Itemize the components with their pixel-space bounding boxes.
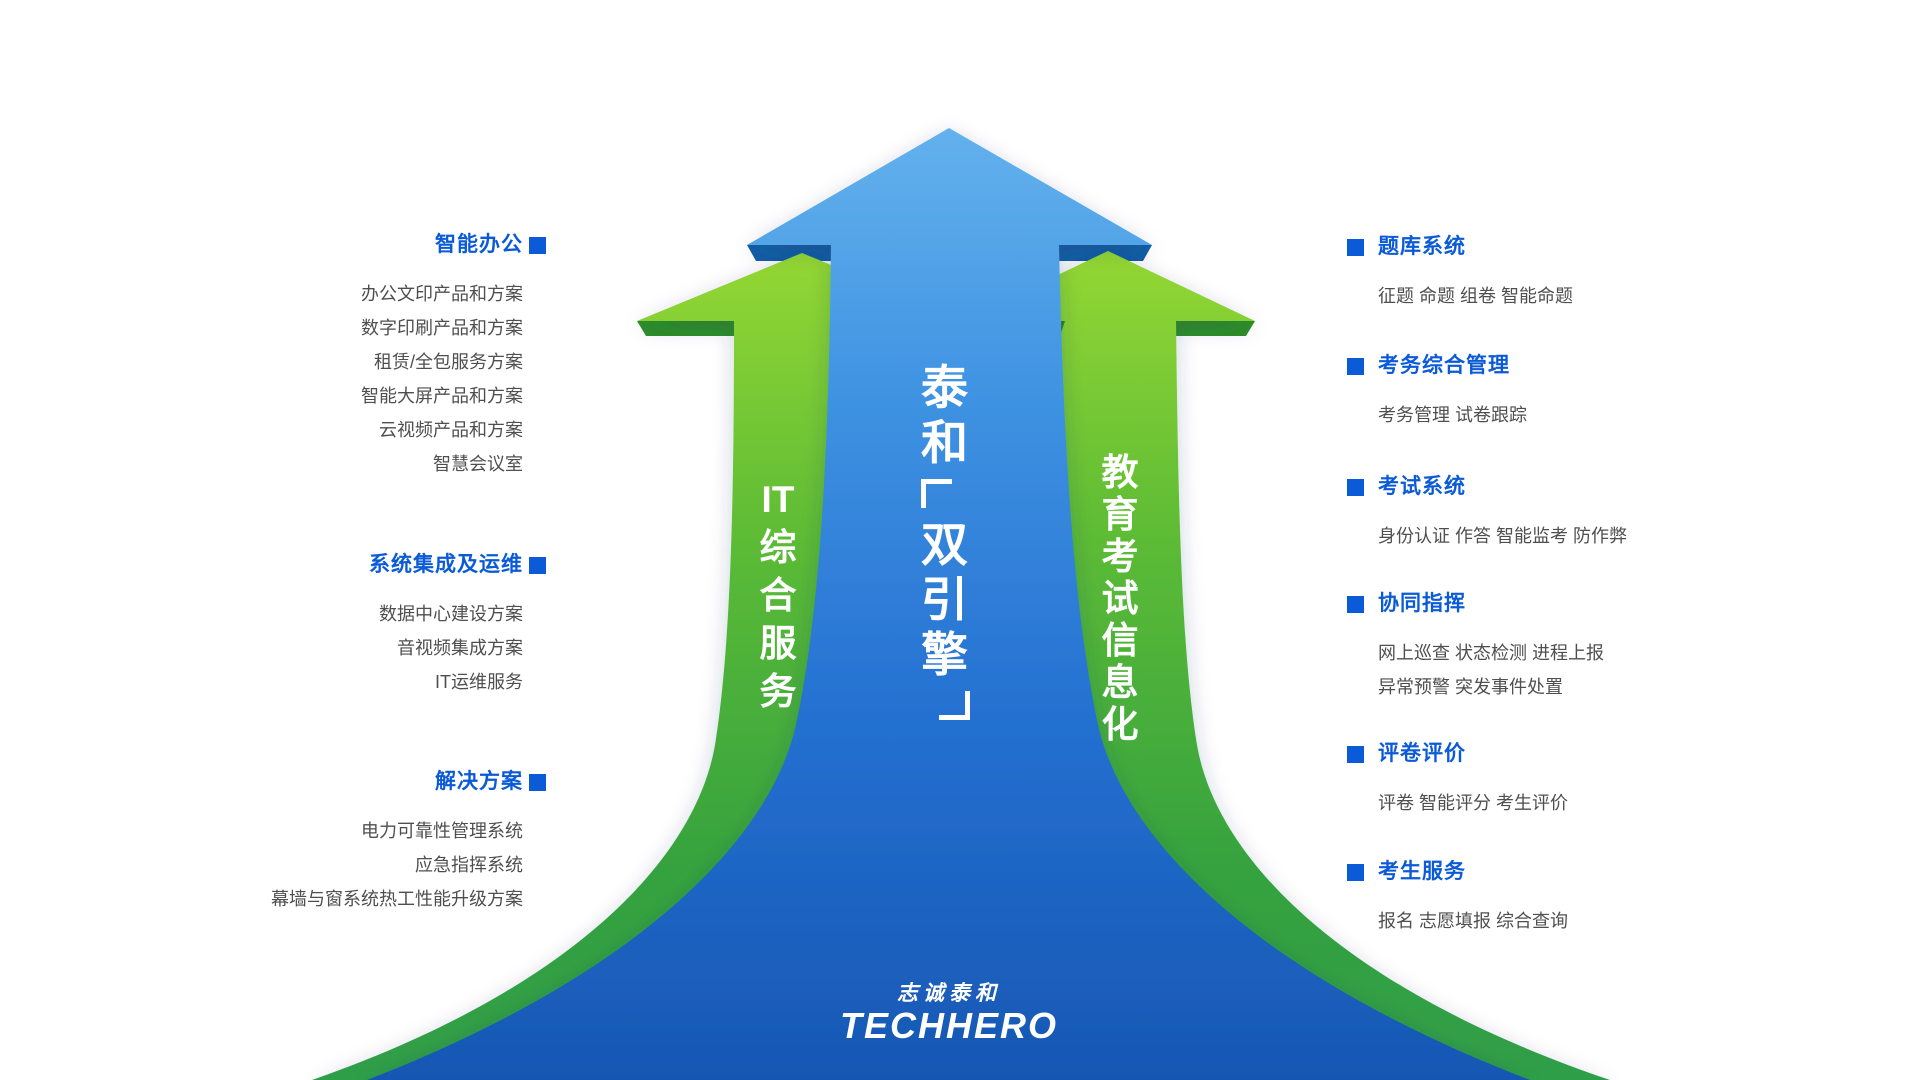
group-smart-office: 智能办公 办公文印产品和方案 数字印刷产品和方案 租赁/全包服务方案 智能大屏产… [6, 232, 546, 481]
label-char: 考 [1101, 536, 1139, 577]
group-items: 网上巡查 状态检测 进程上报 异常预警 突发事件处置 [1347, 636, 1887, 704]
list-item: 考务管理 试卷跟踪 [1378, 405, 1528, 425]
group-question-bank: 题库系统 征题 命题 组卷 智能命题 [1347, 234, 1887, 313]
list-item: 报名 志愿填报 综合查询 [1378, 911, 1569, 931]
list-item: 数据中心建设方案 [379, 604, 523, 624]
group-title: 协同指挥 [1378, 592, 1466, 615]
group-system-integration: 系统集成及运维 数据中心建设方案 音视频集成方案 IT运维服务 [6, 552, 546, 699]
list-item: 办公文印产品和方案 [361, 284, 523, 304]
group-items: 数据中心建设方案 音视频集成方案 IT运维服务 [6, 597, 546, 699]
brand-logo: 志诚泰和 TECHHERO [840, 982, 1058, 1046]
label-char: 和 [921, 416, 969, 469]
group-heading: 题库系统 [1347, 234, 1887, 260]
list-item: 智慧会议室 [433, 454, 523, 474]
group-items: 身份认证 作答 智能监考 防作弊 [1347, 519, 1887, 553]
left-arrow-label: IT 综 合 服 务 [760, 476, 797, 716]
group-items: 报名 志愿填报 综合查询 [1347, 904, 1887, 938]
group-title: 考务综合管理 [1378, 354, 1510, 377]
list-item: 评卷 智能评分 考生评价 [1378, 793, 1569, 813]
label-char: 教 [1101, 452, 1139, 493]
bullet-square-icon [529, 236, 546, 254]
label-char: IT [761, 479, 795, 520]
group-heading: 系统集成及运维 [6, 552, 546, 578]
bullet-square-icon [1347, 238, 1364, 256]
list-item: 数字印刷产品和方案 [361, 318, 523, 338]
list-item: 身份认证 作答 智能监考 防作弊 [1378, 526, 1628, 546]
group-solutions: 解决方案 电力可靠性管理系统 应急指挥系统 幕墙与窗系统热工性能升级方案 [6, 769, 546, 916]
group-title: 考生服务 [1378, 860, 1466, 883]
group-items: 征题 命题 组卷 智能命题 [1347, 279, 1887, 313]
center-arrow-label: 泰 和 双 引 擎 [920, 360, 970, 729]
right-arrow-label: 教 育 考 试 信 息 化 [1102, 452, 1139, 746]
group-title: 考试系统 [1378, 475, 1466, 498]
group-exam-system: 考试系统 身份认证 作答 智能监考 防作弊 [1347, 474, 1887, 553]
group-heading: 评卷评价 [1347, 741, 1887, 767]
group-title: 解决方案 [435, 770, 523, 793]
bullet-square-icon [529, 556, 546, 574]
bullet-square-icon [1347, 595, 1364, 613]
label-char: 化 [1101, 704, 1139, 745]
label-char: 服 [759, 623, 797, 664]
group-heading: 考试系统 [1347, 474, 1887, 500]
brand-logo-english: TECHHERO [839, 1005, 1059, 1046]
group-heading: 考生服务 [1347, 859, 1887, 885]
center-blue-arrow [367, 128, 1530, 1080]
label-char: 双 [921, 518, 969, 571]
group-items: 电力可靠性管理系统 应急指挥系统 幕墙与窗系统热工性能升级方案 [6, 814, 546, 916]
bullet-square-icon [1347, 357, 1364, 375]
label-char: 泰 [921, 361, 969, 414]
group-heading: 智能办公 [6, 232, 546, 258]
label-char: 综 [759, 527, 797, 568]
list-item: 云视频产品和方案 [379, 420, 523, 440]
group-title: 题库系统 [1378, 235, 1466, 258]
group-exam-admin: 考务综合管理 考务管理 试卷跟踪 [1347, 353, 1887, 432]
list-item: 网上巡查 状态检测 进程上报 [1378, 643, 1605, 663]
bullet-square-icon [529, 773, 546, 791]
list-item: 异常预警 突发事件处置 [1378, 677, 1563, 697]
list-item: 租赁/全包服务方案 [373, 352, 523, 372]
list-item: 应急指挥系统 [415, 855, 523, 875]
close-corner-bracket-icon [938, 691, 970, 720]
label-char: 引 [921, 573, 969, 626]
group-items: 办公文印产品和方案 数字印刷产品和方案 租赁/全包服务方案 智能大屏产品和方案 … [6, 277, 546, 481]
right-services-column: 题库系统 征题 命题 组卷 智能命题 考务综合管理 考务管理 试卷跟踪 考试系统… [1347, 0, 1920, 1080]
label-char: 合 [759, 575, 797, 616]
label-char: 信 [1101, 620, 1139, 661]
list-item: 音视频集成方案 [397, 638, 523, 658]
label-char: 育 [1101, 494, 1139, 535]
group-items: 评卷 智能评分 考生评价 [1347, 786, 1887, 820]
list-item: 智能大屏产品和方案 [361, 386, 523, 406]
list-item: IT运维服务 [435, 672, 523, 692]
group-title: 系统集成及运维 [369, 553, 523, 576]
bullet-square-icon [1347, 863, 1364, 881]
bullet-square-icon [1347, 745, 1364, 763]
open-corner-bracket-icon [920, 479, 952, 508]
label-char: 务 [759, 671, 797, 712]
label-char: 息 [1101, 662, 1139, 703]
label-char: 擎 [921, 628, 969, 681]
group-title: 智能办公 [435, 233, 523, 256]
group-items: 考务管理 试卷跟踪 [1347, 398, 1887, 432]
list-item: 电力可靠性管理系统 [361, 821, 523, 841]
group-candidate-services: 考生服务 报名 志愿填报 综合查询 [1347, 859, 1887, 938]
group-title: 评卷评价 [1378, 742, 1466, 765]
left-services-column: 智能办公 办公文印产品和方案 数字印刷产品和方案 租赁/全包服务方案 智能大屏产… [0, 0, 546, 1080]
group-heading: 解决方案 [6, 769, 546, 795]
group-heading: 考务综合管理 [1347, 353, 1887, 379]
label-char: 试 [1101, 578, 1139, 619]
brand-logo-chinese: 志诚泰和 [896, 982, 1001, 1005]
list-item: 幕墙与窗系统热工性能升级方案 [271, 889, 523, 909]
list-item: 征题 命题 组卷 智能命题 [1378, 286, 1574, 306]
group-collaborative-command: 协同指挥 网上巡查 状态检测 进程上报 异常预警 突发事件处置 [1347, 591, 1887, 704]
bullet-square-icon [1347, 478, 1364, 496]
group-heading: 协同指挥 [1347, 591, 1887, 617]
group-marking-evaluation: 评卷评价 评卷 智能评分 考生评价 [1347, 741, 1887, 820]
